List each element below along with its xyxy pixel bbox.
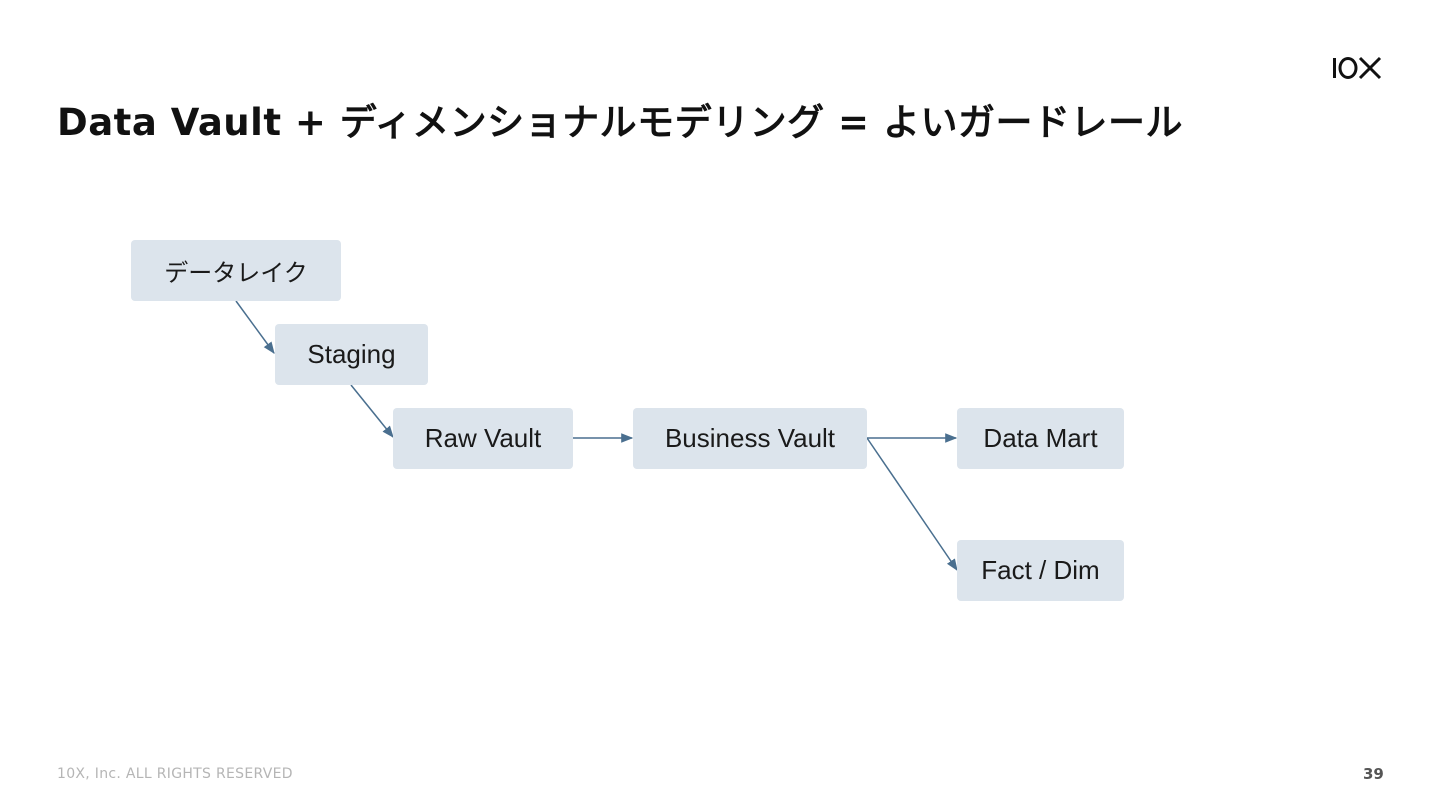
edge-business-vault-to-fact-dim: [866, 437, 958, 571]
copyright-text: 10X, Inc. ALL RIGHTS RESERVED: [57, 766, 293, 782]
edge-data-lake-to-staging: [235, 300, 275, 354]
slide-title: Data Vault + ディメンショナルモデリング = よいガードレール: [57, 101, 1183, 144]
page-number: 39: [1363, 765, 1384, 783]
edge-staging-to-raw-vault: [350, 384, 394, 438]
node-business-vault: Business Vault: [633, 408, 867, 469]
brand-logo: [1333, 56, 1382, 80]
node-fact-dim: Fact / Dim: [957, 540, 1124, 601]
node-raw-vault: Raw Vault: [393, 408, 573, 469]
node-staging: Staging: [275, 324, 428, 385]
node-data-lake: データレイク: [131, 240, 341, 301]
node-data-mart: Data Mart: [957, 408, 1124, 469]
